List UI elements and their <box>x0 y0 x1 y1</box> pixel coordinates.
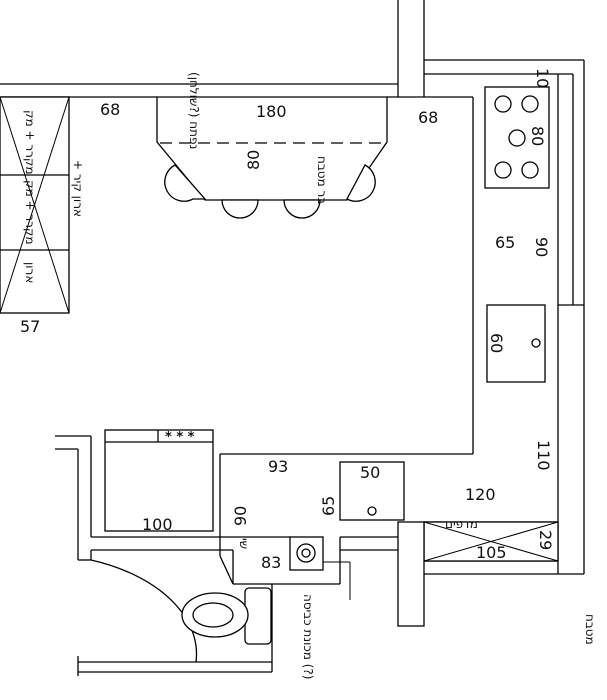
stool-2 <box>221 199 259 219</box>
dim-29: 29 <box>536 530 555 550</box>
dim-80-stove: 80 <box>528 126 547 146</box>
cabinet-label-bottom: ארון <box>23 262 37 283</box>
utility-note: מכונת כביסה (?) <box>301 594 315 679</box>
dim-57: 57 <box>20 317 40 336</box>
page-corner-label: מטבח <box>583 614 597 645</box>
bottom-counter <box>423 521 559 562</box>
left-cabinets <box>0 96 70 314</box>
dim-68-right: 68 <box>418 108 438 127</box>
island-sink <box>339 461 405 521</box>
dim-68-left: 68 <box>100 100 120 119</box>
dim-10: 10 <box>533 68 552 88</box>
dim-80-table: 80 <box>244 150 263 170</box>
cabinet-label-mid: מקרר + מק <box>23 180 37 245</box>
dim-83: 83 <box>261 553 281 572</box>
stool-1 <box>164 164 207 202</box>
dim-93: 93 <box>268 457 288 476</box>
room-walls <box>0 0 585 575</box>
dim-90-small: 90 <box>231 506 250 526</box>
door-swing <box>90 559 198 663</box>
oven <box>104 429 214 532</box>
cabinet-side-label: + ארון קיר <box>71 160 85 217</box>
sink <box>486 304 546 383</box>
dim-60-sink: 60 <box>487 333 506 353</box>
dim-180: 180 <box>256 102 287 121</box>
dim-50: 50 <box>360 463 380 482</box>
column <box>397 521 425 627</box>
dim-110: 110 <box>534 440 553 471</box>
table-note: (שולחן?) נפתח <box>187 72 201 149</box>
dim-105: 105 <box>476 543 507 562</box>
lower-walls <box>55 435 398 676</box>
wc-label: שי <box>237 538 251 549</box>
toilet <box>181 587 272 645</box>
oven-stars: * * * <box>165 430 195 445</box>
bar-note: בר מטבח <box>315 156 329 204</box>
breakfast-table <box>156 96 388 219</box>
cabinet-label-top: מקרר + מק <box>23 110 37 175</box>
utility-box <box>289 536 351 600</box>
stool-4 <box>346 164 376 202</box>
dim-90-right: 90 <box>532 237 551 257</box>
dim-65-small: 65 <box>319 496 338 516</box>
stove-cooktop <box>484 86 550 189</box>
dim-100: 100 <box>142 515 173 534</box>
dim-120: 120 <box>465 485 496 504</box>
stool-3 <box>283 199 321 219</box>
counter-note: מדפים <box>445 517 478 531</box>
dim-65-right: 65 <box>495 233 515 252</box>
